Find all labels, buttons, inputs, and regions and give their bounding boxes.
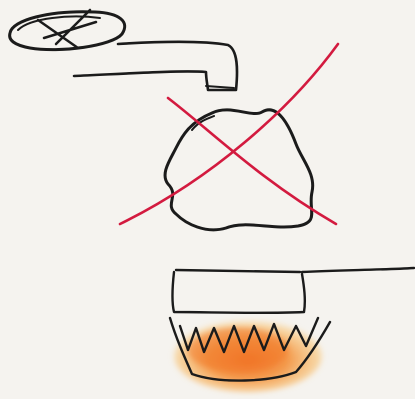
faucet-spout-bottom	[206, 86, 234, 88]
pot-handle	[302, 268, 414, 272]
blob-outline	[165, 110, 313, 230]
faucet-spout	[74, 42, 237, 90]
cross-out-x	[120, 44, 338, 224]
pot-on-flame-icon	[170, 268, 414, 392]
pot-body	[173, 270, 305, 313]
faucet-icon	[10, 10, 237, 90]
